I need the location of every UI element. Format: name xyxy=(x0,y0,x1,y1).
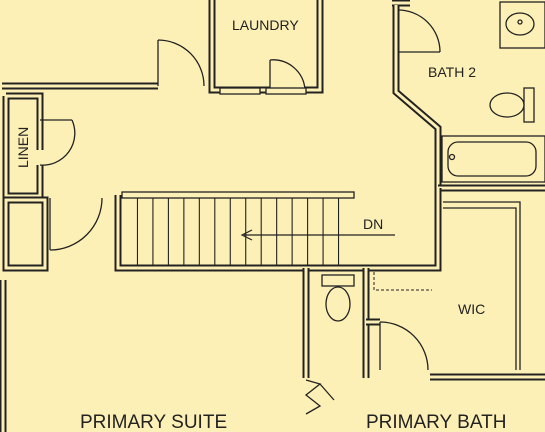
wic-dashed-shelf xyxy=(373,272,432,291)
washer xyxy=(219,87,261,95)
room-label-primary-bath: PRIMARY BATH xyxy=(366,412,506,432)
bath-2-toilet-tank xyxy=(523,87,535,123)
room-label-primary-suite: PRIMARY SUITE xyxy=(80,412,227,432)
primary-toilet-bowl xyxy=(325,286,351,322)
stair-treads xyxy=(136,198,340,266)
doors xyxy=(39,9,441,415)
room-label-bath-2: BATH 2 xyxy=(428,64,476,80)
stair-direction-label: DN xyxy=(363,216,383,232)
wic-shelving xyxy=(443,201,521,370)
fixtures xyxy=(219,1,545,370)
stairs: DN xyxy=(121,191,395,266)
room-label-linen: LINEN xyxy=(15,127,31,168)
room-label-wic: WIC xyxy=(458,301,485,317)
bath-2-toilet-bowl xyxy=(489,92,525,118)
dryer xyxy=(265,87,307,95)
primary-toilet-tank xyxy=(321,274,355,287)
stair-rail xyxy=(121,191,355,199)
stair-arrow-head xyxy=(240,229,253,241)
room-label-laundry: LAUNDRY xyxy=(232,17,299,33)
